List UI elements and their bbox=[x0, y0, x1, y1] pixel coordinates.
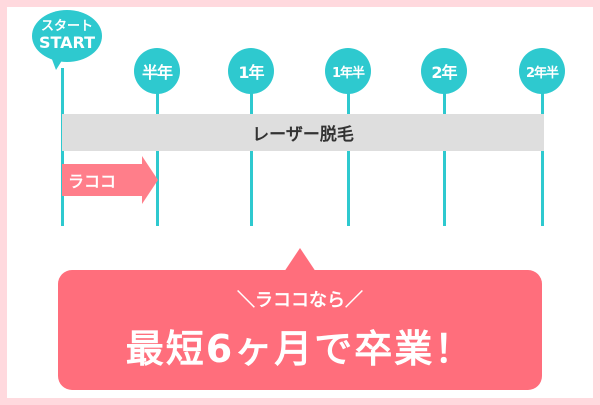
callout-box: ＼ラココなら／ 最短6ヶ月で卒業！ bbox=[58, 270, 542, 390]
milestone-2-year: 2年 bbox=[421, 48, 467, 94]
milestone-line-2-5-year bbox=[541, 90, 544, 226]
milestone-2-5-year: 2年半 bbox=[519, 48, 565, 94]
milestone-line-1-year bbox=[250, 90, 253, 226]
start-bubble: スタート START bbox=[32, 10, 102, 62]
start-label-en: START bbox=[38, 33, 96, 53]
milestone-1-year: 1年 bbox=[228, 48, 274, 94]
lacocco-arrowhead bbox=[142, 156, 158, 204]
milestone-1-5-year: 1年半 bbox=[325, 48, 371, 94]
lacocco-label: ラココ bbox=[68, 172, 117, 191]
milestone-line-1-5-year bbox=[347, 90, 350, 226]
start-label-ja: スタート bbox=[40, 19, 93, 35]
lacocco-bar: ラココ bbox=[62, 164, 142, 196]
milestone-half-year: 半年 bbox=[134, 48, 180, 94]
callout-subtitle: ＼ラココなら／ bbox=[237, 290, 363, 311]
callout-tail bbox=[284, 248, 316, 272]
laser-removal-label: レーザー脱毛 bbox=[252, 125, 354, 145]
laser-removal-bar: レーザー脱毛 bbox=[62, 114, 544, 151]
milestone-line-2-year bbox=[443, 90, 446, 226]
callout-headline: 最短6ヶ月で卒業！ bbox=[125, 327, 475, 371]
